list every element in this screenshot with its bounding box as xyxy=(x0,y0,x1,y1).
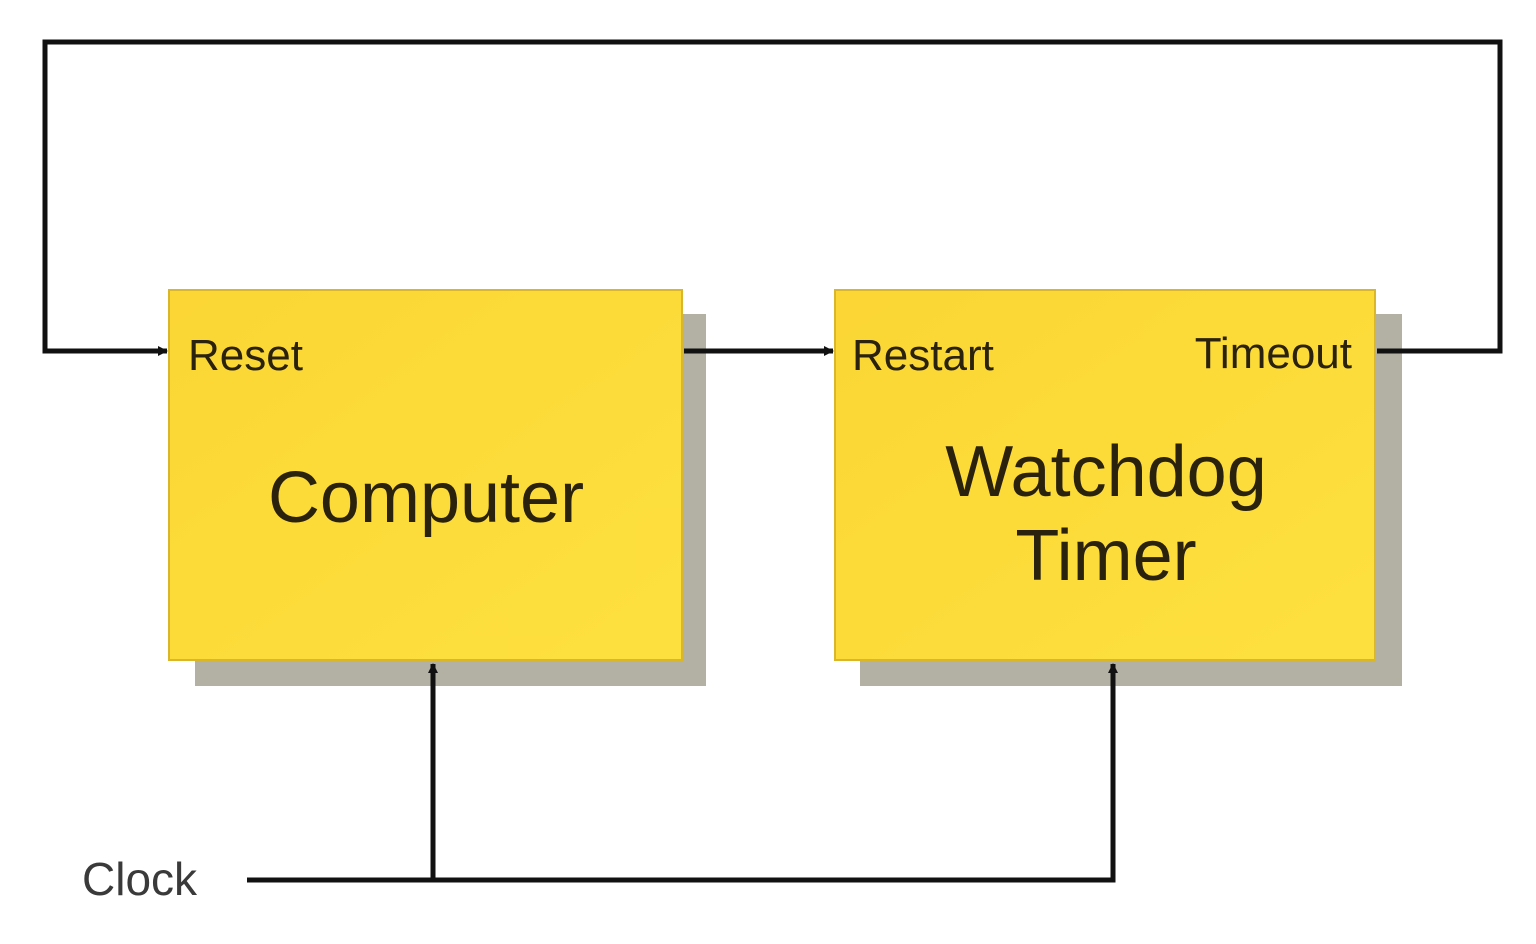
clock-bus-connector xyxy=(247,663,1118,883)
watchdog-block: Restart Timeout Watchdog Timer xyxy=(834,289,1376,661)
watchdog-title-line2: Timer xyxy=(1015,516,1196,596)
timeout-to-reset-connector xyxy=(42,39,1503,356)
watchdog-title-line1: Watchdog xyxy=(945,432,1267,512)
clock-label: Clock xyxy=(82,853,198,905)
computer-title: Computer xyxy=(268,458,584,538)
reset-port-label: Reset xyxy=(188,331,303,380)
computer-block: Reset Computer xyxy=(168,289,683,661)
restart-port-label: Restart xyxy=(852,331,994,380)
timeout-port-label: Timeout xyxy=(1195,329,1352,378)
